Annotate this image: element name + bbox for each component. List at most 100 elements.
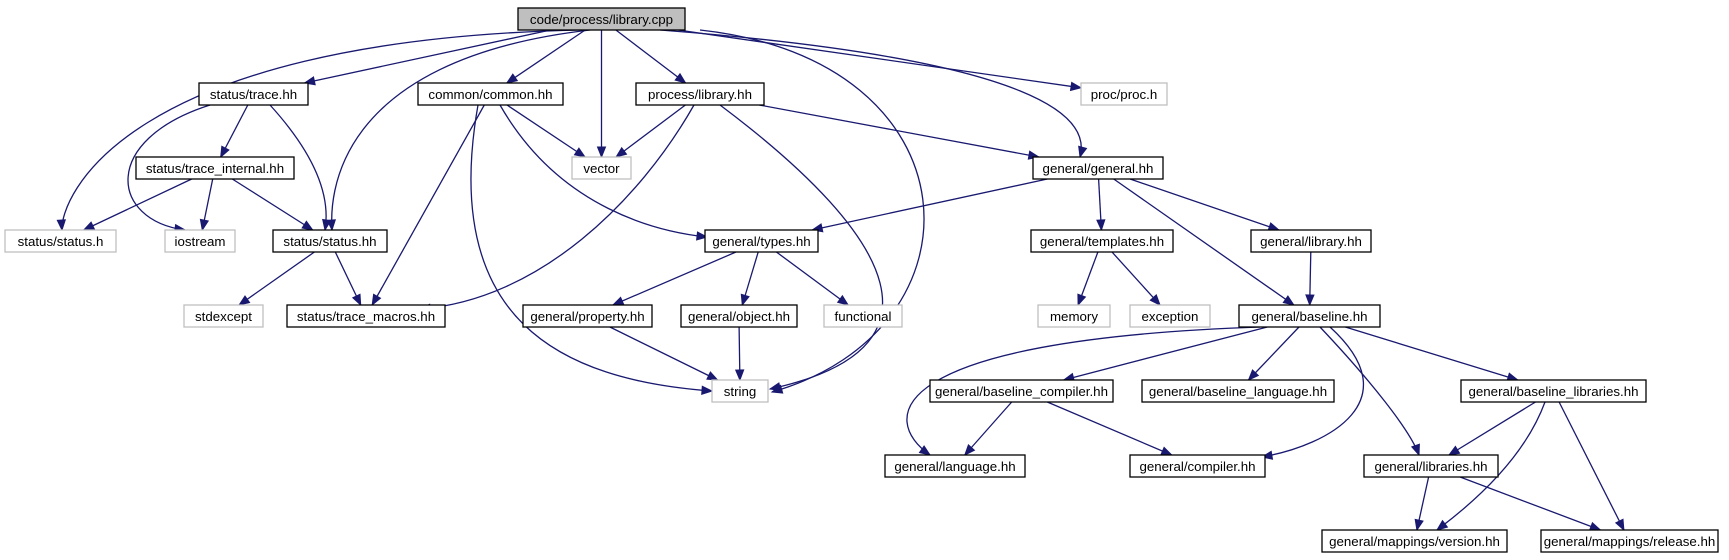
edge-library_cpp-to-status_status_h <box>56 29 581 232</box>
edge-library_cpp-to-process_library_hh <box>615 29 687 84</box>
node-label: proc/proc.h <box>1091 87 1158 102</box>
node-general-templates-hh[interactable]: general/templates.hh <box>1030 229 1174 253</box>
node-label: general/baseline_language.hh <box>1149 384 1327 399</box>
node-box <box>164 229 236 253</box>
node-status-status-hh[interactable]: status/status.hh <box>272 229 388 253</box>
edge-line <box>1319 326 1420 456</box>
node-label: vector <box>583 161 620 176</box>
edge-line <box>612 251 737 306</box>
node-box <box>680 304 798 328</box>
edge-general_types_hh-to-general_object_hh <box>740 251 759 307</box>
edge-arrowhead <box>740 293 750 307</box>
node-process-library-hh[interactable]: process/library.hh <box>635 82 765 106</box>
edge-line <box>1111 251 1161 306</box>
node-box <box>1363 454 1499 478</box>
node-library-cpp[interactable]: code/process/library.cpp <box>517 7 686 31</box>
edge-process_library_hh-to-vector <box>615 104 686 158</box>
edge-status_status_hh-to-trace_macros_hh <box>334 251 362 307</box>
edge-arrowhead <box>963 444 976 457</box>
edge-line <box>238 251 315 306</box>
node-baseline-compiler-hh[interactable]: general/baseline_compiler.hh <box>929 379 1114 403</box>
node-box <box>571 156 632 180</box>
node-exception: exception <box>1129 304 1211 328</box>
node-box <box>183 304 264 328</box>
node-label: stdexcept <box>195 309 252 324</box>
node-trace-internal-hh[interactable]: status/trace_internal.hh <box>135 156 295 180</box>
edge-line <box>719 104 884 390</box>
edge-general_property_hh-to-string <box>609 326 719 381</box>
edge-trace_internal_hh-to-iostream <box>199 178 214 232</box>
node-label: general/libraries.hh <box>1374 459 1487 474</box>
edges-layer <box>56 29 1625 532</box>
node-box <box>1030 229 1174 253</box>
edge-arrowhead <box>1435 519 1449 531</box>
edge-line <box>964 401 1013 456</box>
node-box <box>1037 304 1111 328</box>
node-box <box>1080 82 1168 106</box>
edge-line <box>812 178 1048 231</box>
node-label: general/baseline_compiler.hh <box>935 384 1108 399</box>
edge-arrowhead <box>573 147 587 158</box>
edge-arrowhead <box>1247 369 1260 381</box>
node-label: string <box>724 384 757 399</box>
node-label: general/object.hh <box>688 309 790 324</box>
node-general-general-hh[interactable]: general/general.hh <box>1032 156 1164 180</box>
node-label: status/trace_macros.hh <box>297 309 435 324</box>
node-box <box>1141 379 1335 403</box>
node-vector: vector <box>571 156 632 180</box>
node-mappings-version-hh[interactable]: general/mappings/version.hh <box>1321 529 1508 553</box>
edge-line <box>759 104 1039 158</box>
node-general-baseline-hh[interactable]: general/baseline.hh <box>1238 304 1381 328</box>
edge-arrowhead <box>1077 293 1087 307</box>
node-general-library-hh[interactable]: general/library.hh <box>1250 229 1372 253</box>
edge-line <box>1459 476 1601 531</box>
edge-general_general_hh-to-general_templates_hh <box>1096 178 1106 232</box>
edge-arrowhead <box>918 445 932 456</box>
edge-general_baseline_hh-to-baseline_compiler_hh <box>1062 326 1268 382</box>
node-label: general/baseline.hh <box>1251 309 1367 324</box>
node-box <box>635 82 765 106</box>
node-box <box>517 7 686 31</box>
node-label: general/types.hh <box>712 234 810 249</box>
node-label: functional <box>835 309 892 324</box>
edge-line <box>331 29 591 231</box>
node-box <box>1238 304 1381 328</box>
edge-common_common_hh-to-string <box>470 104 714 396</box>
edge-arrowhead <box>768 382 782 392</box>
edge-arrowhead <box>1588 521 1602 531</box>
edge-trace_internal_hh-to-status_status_h <box>82 178 192 231</box>
node-label: general/language.hh <box>894 459 1015 474</box>
edge-line <box>1448 401 1536 456</box>
node-common-common-hh[interactable]: common/common.hh <box>417 82 564 106</box>
edge-arrowhead <box>82 221 96 231</box>
node-trace-macros-hh[interactable]: status/trace_macros.hh <box>286 304 446 328</box>
edge-common_common_hh-to-trace_macros_hh <box>371 104 485 307</box>
edge-general_baseline_hh-to-general_libraries_hh <box>1319 326 1420 457</box>
node-baseline-language-hh[interactable]: general/baseline_language.hh <box>1141 379 1335 403</box>
edge-line <box>506 29 586 84</box>
node-general-property-hh[interactable]: general/property.hh <box>522 304 653 328</box>
node-label: general/general.hh <box>1043 161 1154 176</box>
edge-general_libraries_hh-to-mappings_version_hh <box>1414 476 1430 532</box>
edge-arrowhead <box>1305 294 1315 307</box>
node-general-object-hh[interactable]: general/object.hh <box>680 304 798 328</box>
edge-line <box>304 29 551 84</box>
node-general-compiler-hh[interactable]: general/compiler.hh <box>1129 454 1266 478</box>
edge-arrowhead <box>734 369 745 382</box>
node-general-language-hh[interactable]: general/language.hh <box>884 454 1026 478</box>
edge-arrowhead <box>322 218 332 232</box>
edge-line <box>1129 178 1280 231</box>
node-mappings-release-hh[interactable]: general/mappings/release.hh <box>1540 529 1719 553</box>
edge-general_types_hh-to-functional <box>776 251 850 306</box>
node-general-types-hh[interactable]: general/types.hh <box>704 229 819 253</box>
node-functional: functional <box>823 304 903 328</box>
node-label: memory <box>1050 309 1098 324</box>
node-status-trace-hh[interactable]: status/trace.hh <box>198 82 309 106</box>
node-proc-proc-h: proc/proc.h <box>1080 82 1168 106</box>
edge-line <box>231 178 314 231</box>
edge-arrowhead <box>596 146 607 159</box>
node-baseline-libraries-hh[interactable]: general/baseline_libraries.hh <box>1460 379 1647 403</box>
edge-line <box>615 104 686 158</box>
node-general-libraries-hh[interactable]: general/libraries.hh <box>1363 454 1499 478</box>
node-box <box>929 379 1114 403</box>
